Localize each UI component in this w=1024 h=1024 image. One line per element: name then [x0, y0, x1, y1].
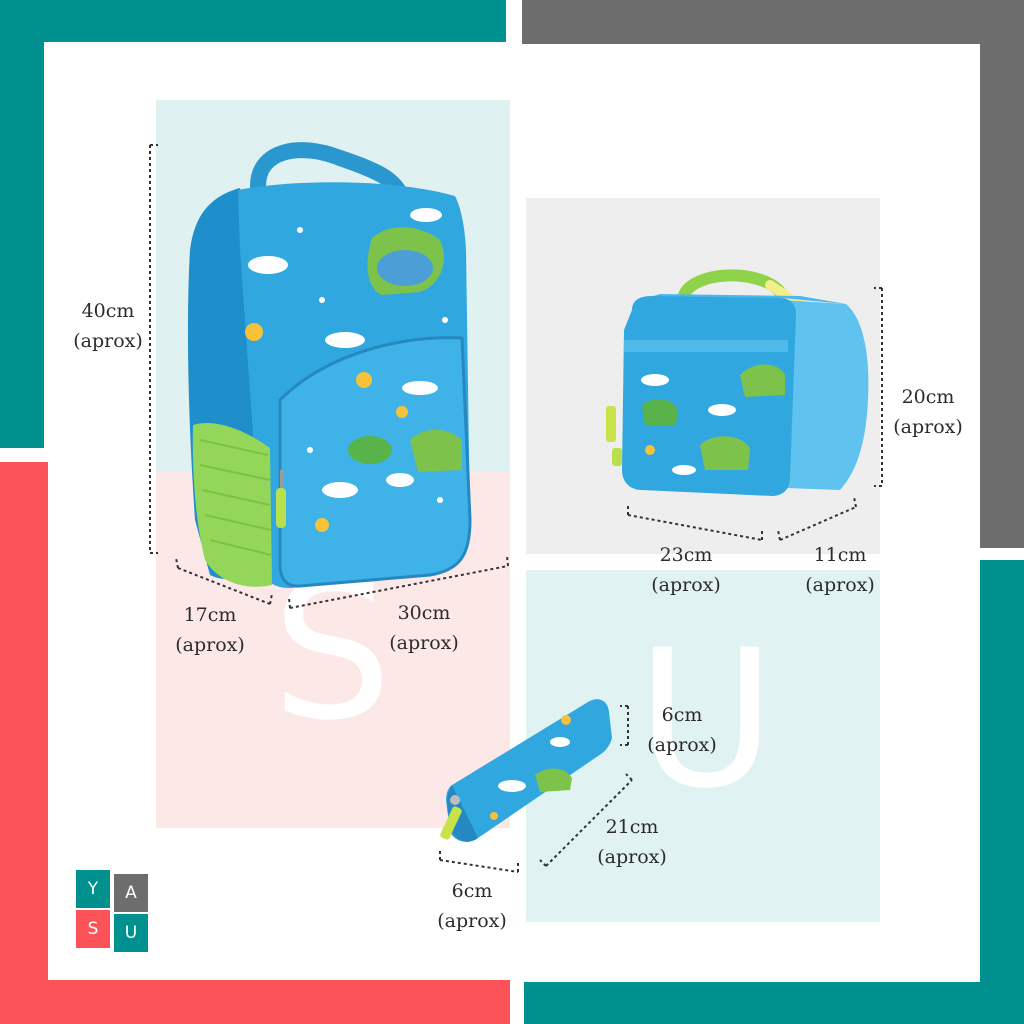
logo-letter-a: A	[114, 874, 148, 912]
yasu-logo: Y A S U	[76, 870, 150, 952]
frame-gray-right	[980, 0, 1024, 548]
pencil-case-depth-value: 6cm	[451, 880, 493, 902]
pencil-case-length-value: 21cm	[605, 816, 659, 838]
backpack-height-note: (aprox)	[73, 330, 143, 352]
backpack-depth-note: (aprox)	[175, 634, 245, 656]
frame-coral-left	[0, 462, 48, 1024]
pencil-case-length-label: 21cm (aprox)	[584, 812, 680, 872]
lunch-bag-height-value: 20cm	[901, 386, 955, 408]
backpack-width-value: 30cm	[397, 602, 451, 624]
logo-letter-s: S	[76, 910, 110, 948]
pencil-case-depth-label: 6cm (aprox)	[424, 876, 520, 936]
frame-gray-top-right	[522, 0, 1024, 44]
backpack-image	[187, 142, 472, 589]
backpack-height-value: 40cm	[81, 300, 135, 322]
lunch-bag-width-label: 23cm (aprox)	[638, 540, 734, 600]
dimension-lines	[149, 144, 883, 873]
lunch-bag-depth-value: 11cm	[813, 544, 867, 566]
lunch-bag-width-value: 23cm	[659, 544, 713, 566]
lunch-bag-width-note: (aprox)	[651, 574, 721, 596]
lunch-bag-height-note: (aprox)	[893, 416, 963, 438]
frame-teal-top-left	[0, 0, 506, 42]
pencil-case-depth-note: (aprox)	[437, 910, 507, 932]
frame-teal-left	[0, 0, 44, 448]
lunch-bag-height-label: 20cm (aprox)	[880, 382, 976, 442]
backpack-depth-label: 17cm (aprox)	[162, 600, 258, 660]
frame-teal-bottom	[524, 982, 1024, 1024]
backpack-depth-value: 17cm	[183, 604, 237, 626]
backpack-width-label: 30cm (aprox)	[376, 598, 472, 658]
pencil-case-length-note: (aprox)	[597, 846, 667, 868]
backpack-width-note: (aprox)	[389, 632, 459, 654]
backpack-height-label: 40cm (aprox)	[60, 296, 156, 356]
logo-letter-u: U	[114, 914, 148, 952]
frame-coral-bottom	[0, 980, 510, 1024]
logo-letter-y: Y	[76, 870, 110, 908]
watermark-letter-u: U	[636, 609, 776, 830]
frame-teal-right	[980, 560, 1024, 1024]
pencil-case-image	[440, 699, 612, 842]
pencil-case-height-value: 6cm	[661, 704, 703, 726]
pencil-case-height-note: (aprox)	[647, 734, 717, 756]
pencil-case-height-label: 6cm (aprox)	[634, 700, 730, 760]
lunch-bag-image	[606, 269, 869, 496]
lunch-bag-depth-label: 11cm (aprox)	[792, 540, 888, 600]
lunch-bag-depth-note: (aprox)	[805, 574, 875, 596]
